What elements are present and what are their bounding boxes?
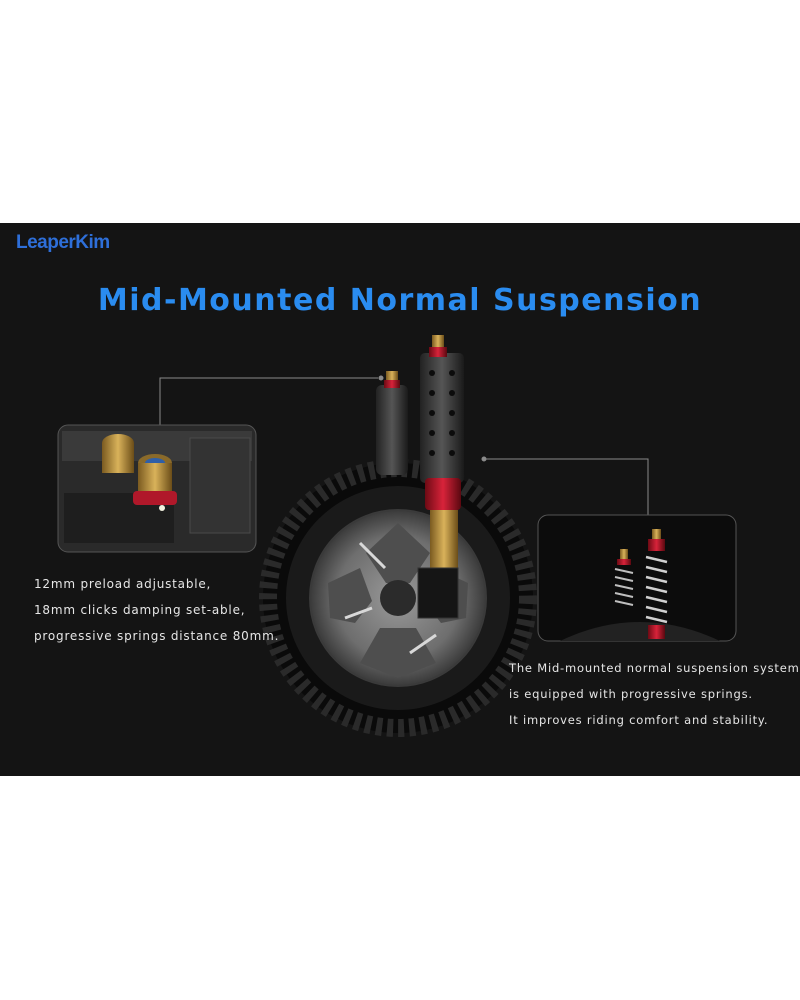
- desc-line: The Mid-mounted normal suspension system: [509, 661, 800, 675]
- desc-line: is equipped with progressive springs.: [509, 687, 753, 701]
- spring-detail-photo: [537, 514, 737, 642]
- desc-line: progressive springs distance 80mm.: [34, 629, 280, 643]
- product-banner: LeaperKim Mid-Mounted Normal Suspension …: [0, 223, 800, 776]
- suspension-description: The Mid-mounted normal suspension system…: [509, 655, 800, 733]
- brand-logo: LeaperKim: [16, 232, 110, 254]
- product-illustration: [57, 335, 737, 737]
- desc-line: It improves riding comfort and stability…: [509, 713, 769, 727]
- leader-line-left: [159, 375, 384, 425]
- preload-detail-photo: [57, 424, 257, 553]
- leader-line-right: [481, 456, 649, 515]
- suspension-fork-illustration: [376, 335, 464, 619]
- brand-logo-text: LeaperKim: [16, 232, 110, 253]
- preload-description: 12mm preload adjustable, 18mm clicks dam…: [34, 571, 279, 649]
- desc-line: 12mm preload adjustable,: [34, 577, 212, 591]
- page-title: Mid-Mounted Normal Suspension: [97, 283, 703, 318]
- wheel-illustration: [259, 459, 537, 737]
- desc-line: 18mm clicks damping set-able,: [34, 603, 246, 617]
